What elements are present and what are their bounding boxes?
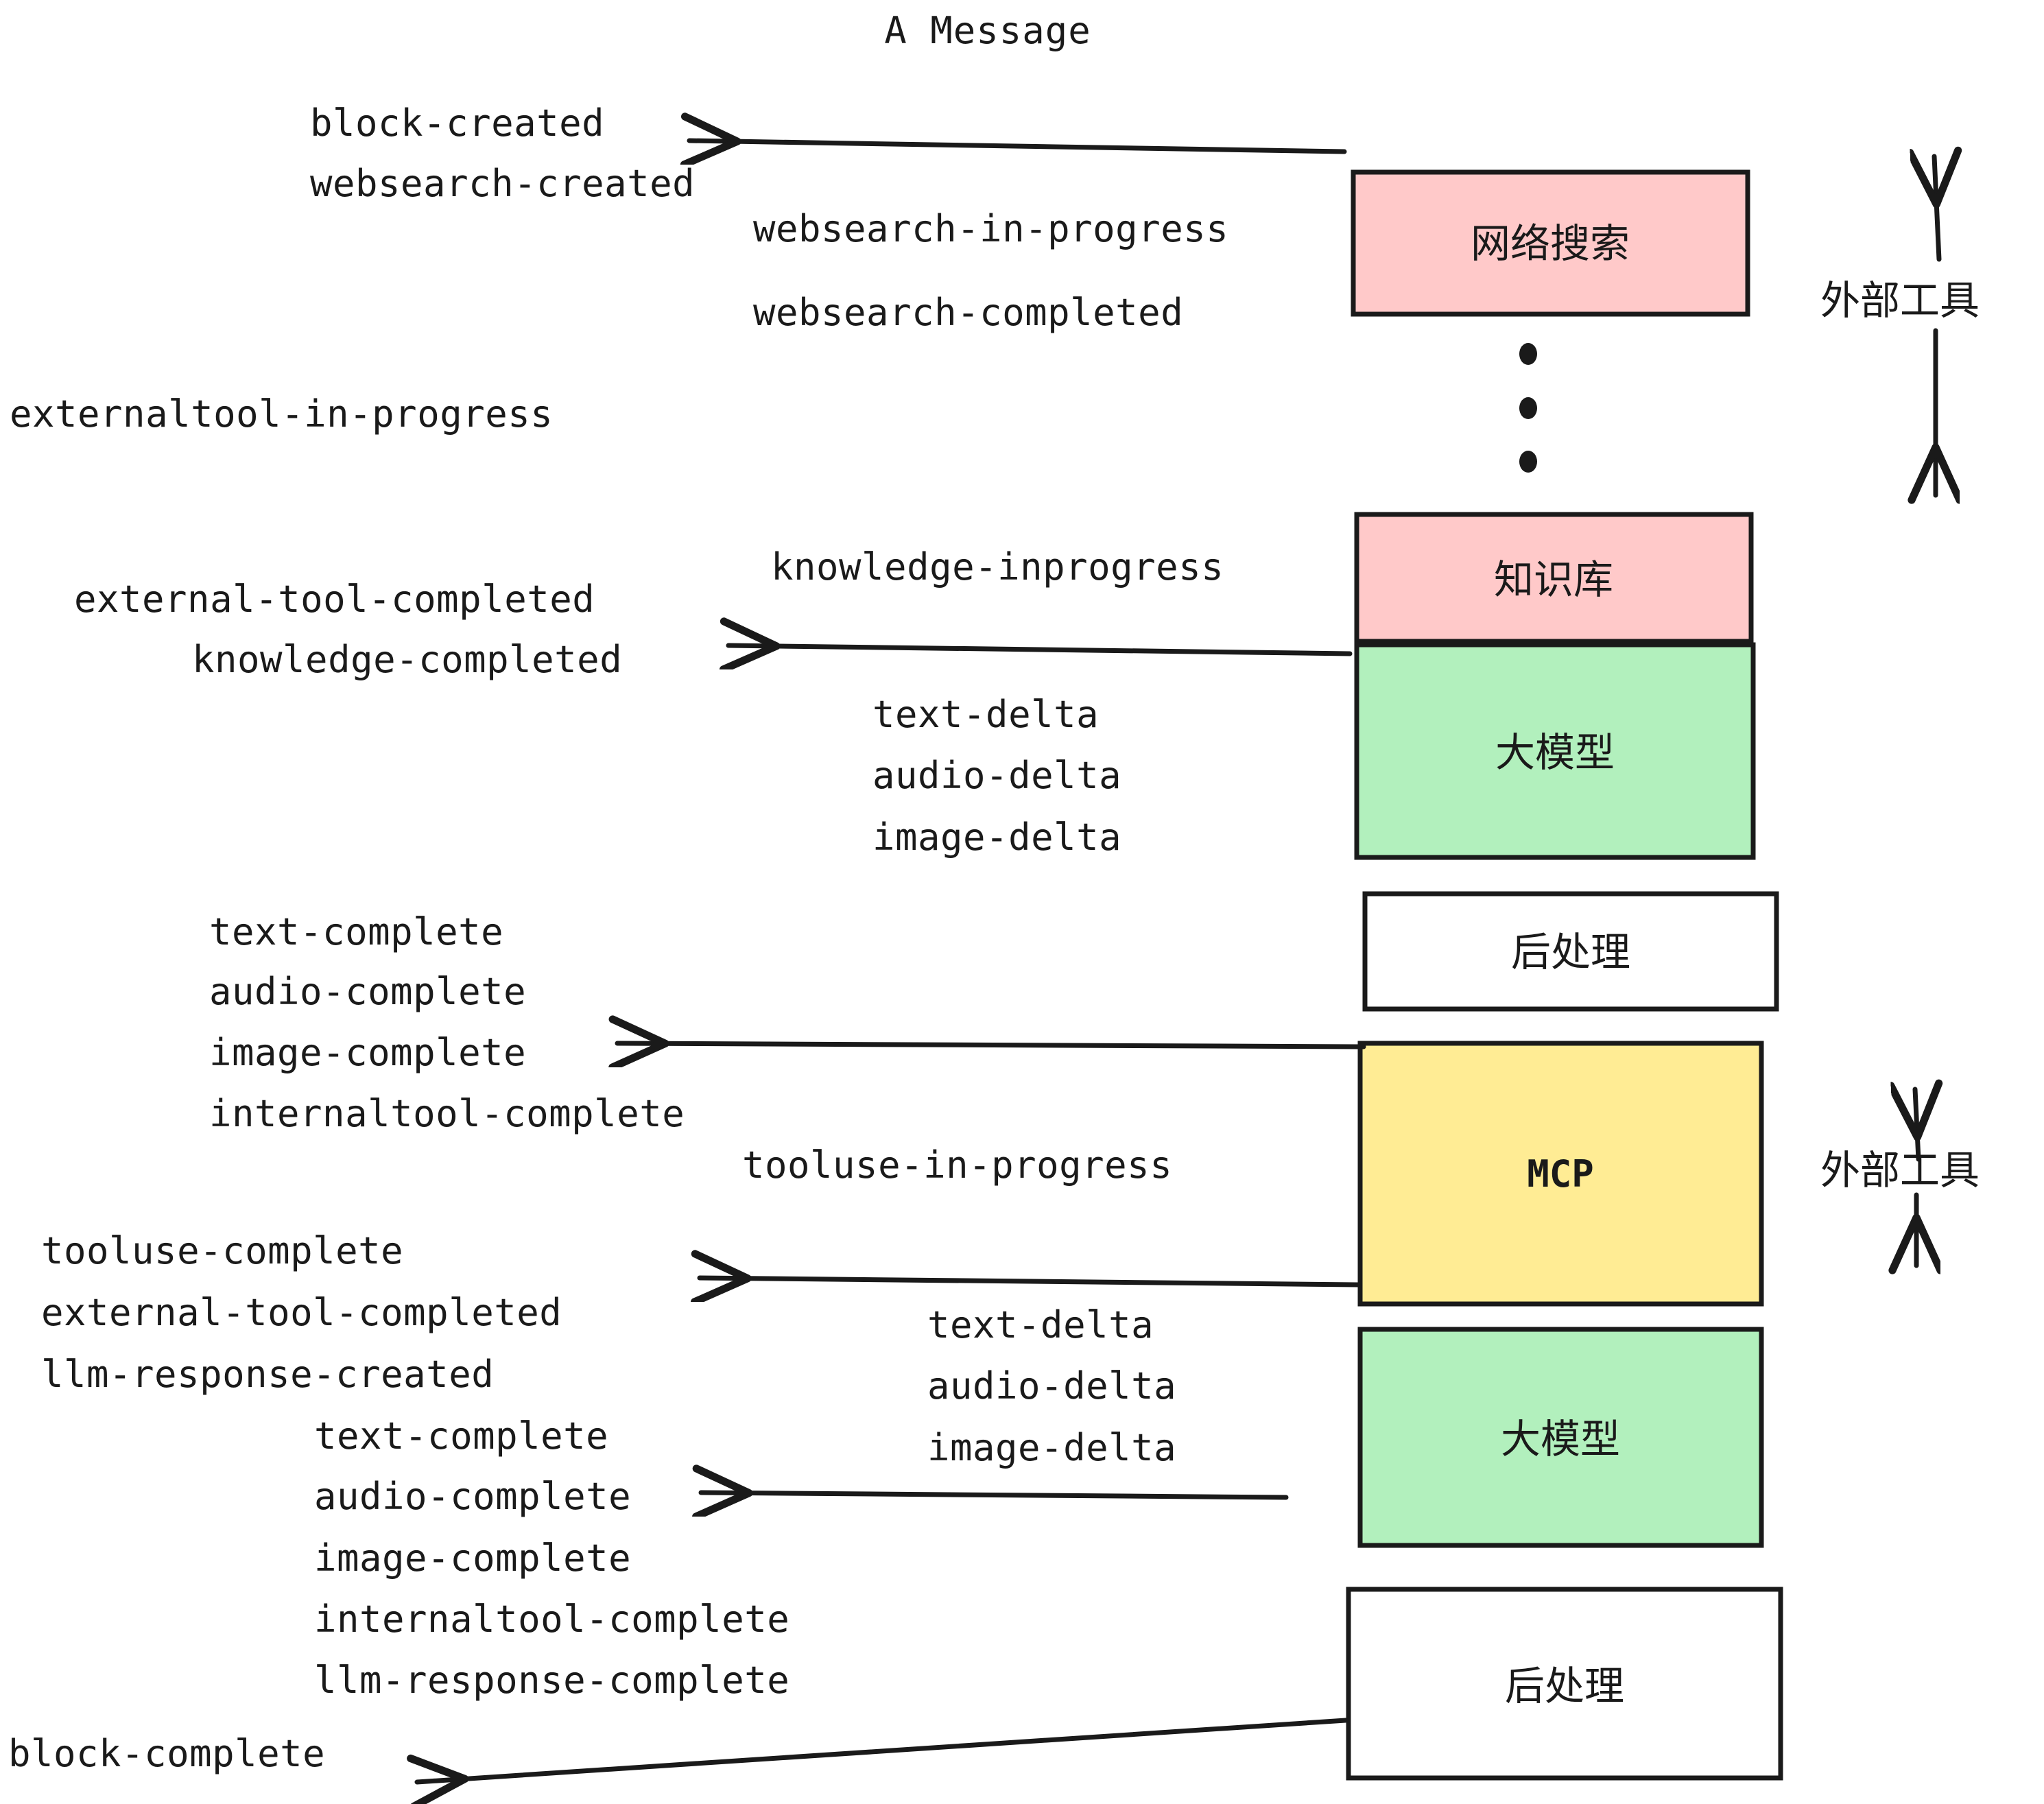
node-mcp-rect[interactable] xyxy=(1357,1041,1764,1307)
event-label-tooluse-in-progress: tooluse-in-progress xyxy=(742,1143,1172,1187)
node-llm-2-label: 大模型 xyxy=(1501,1416,1620,1462)
arrow-postprocess2-to-block-complete xyxy=(417,1718,1348,1782)
event-label-websearch-in-progress: websearch-in-progress xyxy=(753,207,1228,250)
external-tool-label-top: 外部工具 xyxy=(1820,277,1980,324)
event-label-text-complete-2: text-complete xyxy=(314,1414,608,1458)
ext-tool-arrow-up-top xyxy=(1934,156,1939,262)
external-tool-indicator-bottom: 外部工具 xyxy=(1820,1089,1980,1266)
event-label-text-delta-1: text-delta xyxy=(872,693,1099,736)
arrow-postprocess-to-image-complete xyxy=(617,1043,1366,1047)
event-label-text-complete-1: text-complete xyxy=(209,910,503,953)
node-llm-2-rect[interactable] xyxy=(1357,1327,1764,1548)
node-knowledge-label: 知识库 xyxy=(1494,556,1613,603)
event-label-websearch-completed: websearch-completed xyxy=(753,291,1183,334)
external-tool-label-bottom: 外部工具 xyxy=(1820,1147,1980,1194)
external-tool-indicator-top: 外部工具 xyxy=(1820,156,1980,495)
event-label-audio-delta-1: audio-delta xyxy=(872,754,1121,797)
event-label-audio-delta-2: audio-delta xyxy=(927,1364,1176,1408)
event-label-audio-complete-2: audio-complete xyxy=(314,1475,631,1518)
event-label-llm-response-created: llm-response-created xyxy=(41,1353,494,1396)
event-label-knowledge-completed: knowledge-completed xyxy=(192,638,622,681)
node-postprocess-2-label: 后处理 xyxy=(1505,1663,1624,1709)
node-llm-1-label: 大模型 xyxy=(1495,729,1615,776)
vertical-ellipsis xyxy=(1519,343,1537,473)
event-label-image-delta-2: image-delta xyxy=(927,1426,1176,1469)
event-label-external-tool-completed-1: external-tool-completed xyxy=(74,578,595,621)
node-postprocess-1-label: 后处理 xyxy=(1511,929,1630,975)
node-postprocess-1-rect[interactable] xyxy=(1362,891,1779,1012)
node-mcp[interactable]: MCP xyxy=(1357,1041,1764,1307)
node-llm-1[interactable]: 大模型 xyxy=(1354,642,1756,860)
node-postprocess-2-rect[interactable] xyxy=(1346,1587,1783,1781)
event-label-websearch-created: websearch-created xyxy=(310,162,695,205)
ellipsis-dot-2 xyxy=(1519,397,1537,419)
ellipsis-dot-1 xyxy=(1519,343,1537,365)
node-mcp-label: MCP xyxy=(1527,1152,1594,1196)
ext-tool-arrow-up-bottom xyxy=(1915,1089,1918,1162)
event-label-block-complete: block-complete xyxy=(8,1732,325,1775)
arrow-knowledge-to-knowledge-completed xyxy=(728,645,1353,654)
event-label-externaltool-in-progress: externaltool-in-progress xyxy=(10,392,553,436)
event-label-internaltool-complete-2: internaltool-complete xyxy=(314,1598,789,1641)
arrow-llm2-to-audio-complete xyxy=(701,1493,1289,1497)
event-label-llm-response-complete: llm-response-complete xyxy=(314,1659,789,1702)
arrow-mcp-to-tooluse-complete xyxy=(700,1278,1361,1285)
arrow-websearch-to-block-created xyxy=(689,141,1347,152)
node-postprocess-2[interactable]: 后处理 xyxy=(1346,1587,1783,1781)
event-label-text-delta-2: text-delta xyxy=(927,1303,1154,1346)
node-llm-2[interactable]: 大模型 xyxy=(1357,1327,1764,1548)
event-label-image-complete-2: image-complete xyxy=(314,1536,631,1580)
event-label-knowledge-inprogress: knowledge-inprogress xyxy=(771,545,1224,589)
event-label-block-created: block-created xyxy=(310,102,604,145)
event-label-external-tool-completed-2: external-tool-completed xyxy=(41,1291,562,1334)
node-websearch[interactable]: 网络搜索 xyxy=(1351,169,1750,317)
node-websearch-label: 网络搜索 xyxy=(1471,220,1630,267)
event-label-audio-complete-1: audio-complete xyxy=(209,970,526,1013)
node-knowledge-rect[interactable] xyxy=(1354,512,1754,644)
event-label-internaltool-complete-1: internaltool-complete xyxy=(209,1092,685,1135)
node-websearch-rect[interactable] xyxy=(1351,169,1750,317)
node-knowledge[interactable]: 知识库 xyxy=(1354,512,1754,644)
event-label-tooluse-complete: tooluse-complete xyxy=(41,1229,403,1272)
node-postprocess-1[interactable]: 后处理 xyxy=(1362,891,1779,1012)
node-llm-1-rect[interactable] xyxy=(1354,642,1756,860)
event-label-image-complete-1: image-complete xyxy=(209,1031,526,1074)
event-label-image-delta-1: image-delta xyxy=(872,816,1121,859)
ellipsis-dot-3 xyxy=(1519,451,1537,473)
diagram-title: A Message xyxy=(884,9,1091,52)
